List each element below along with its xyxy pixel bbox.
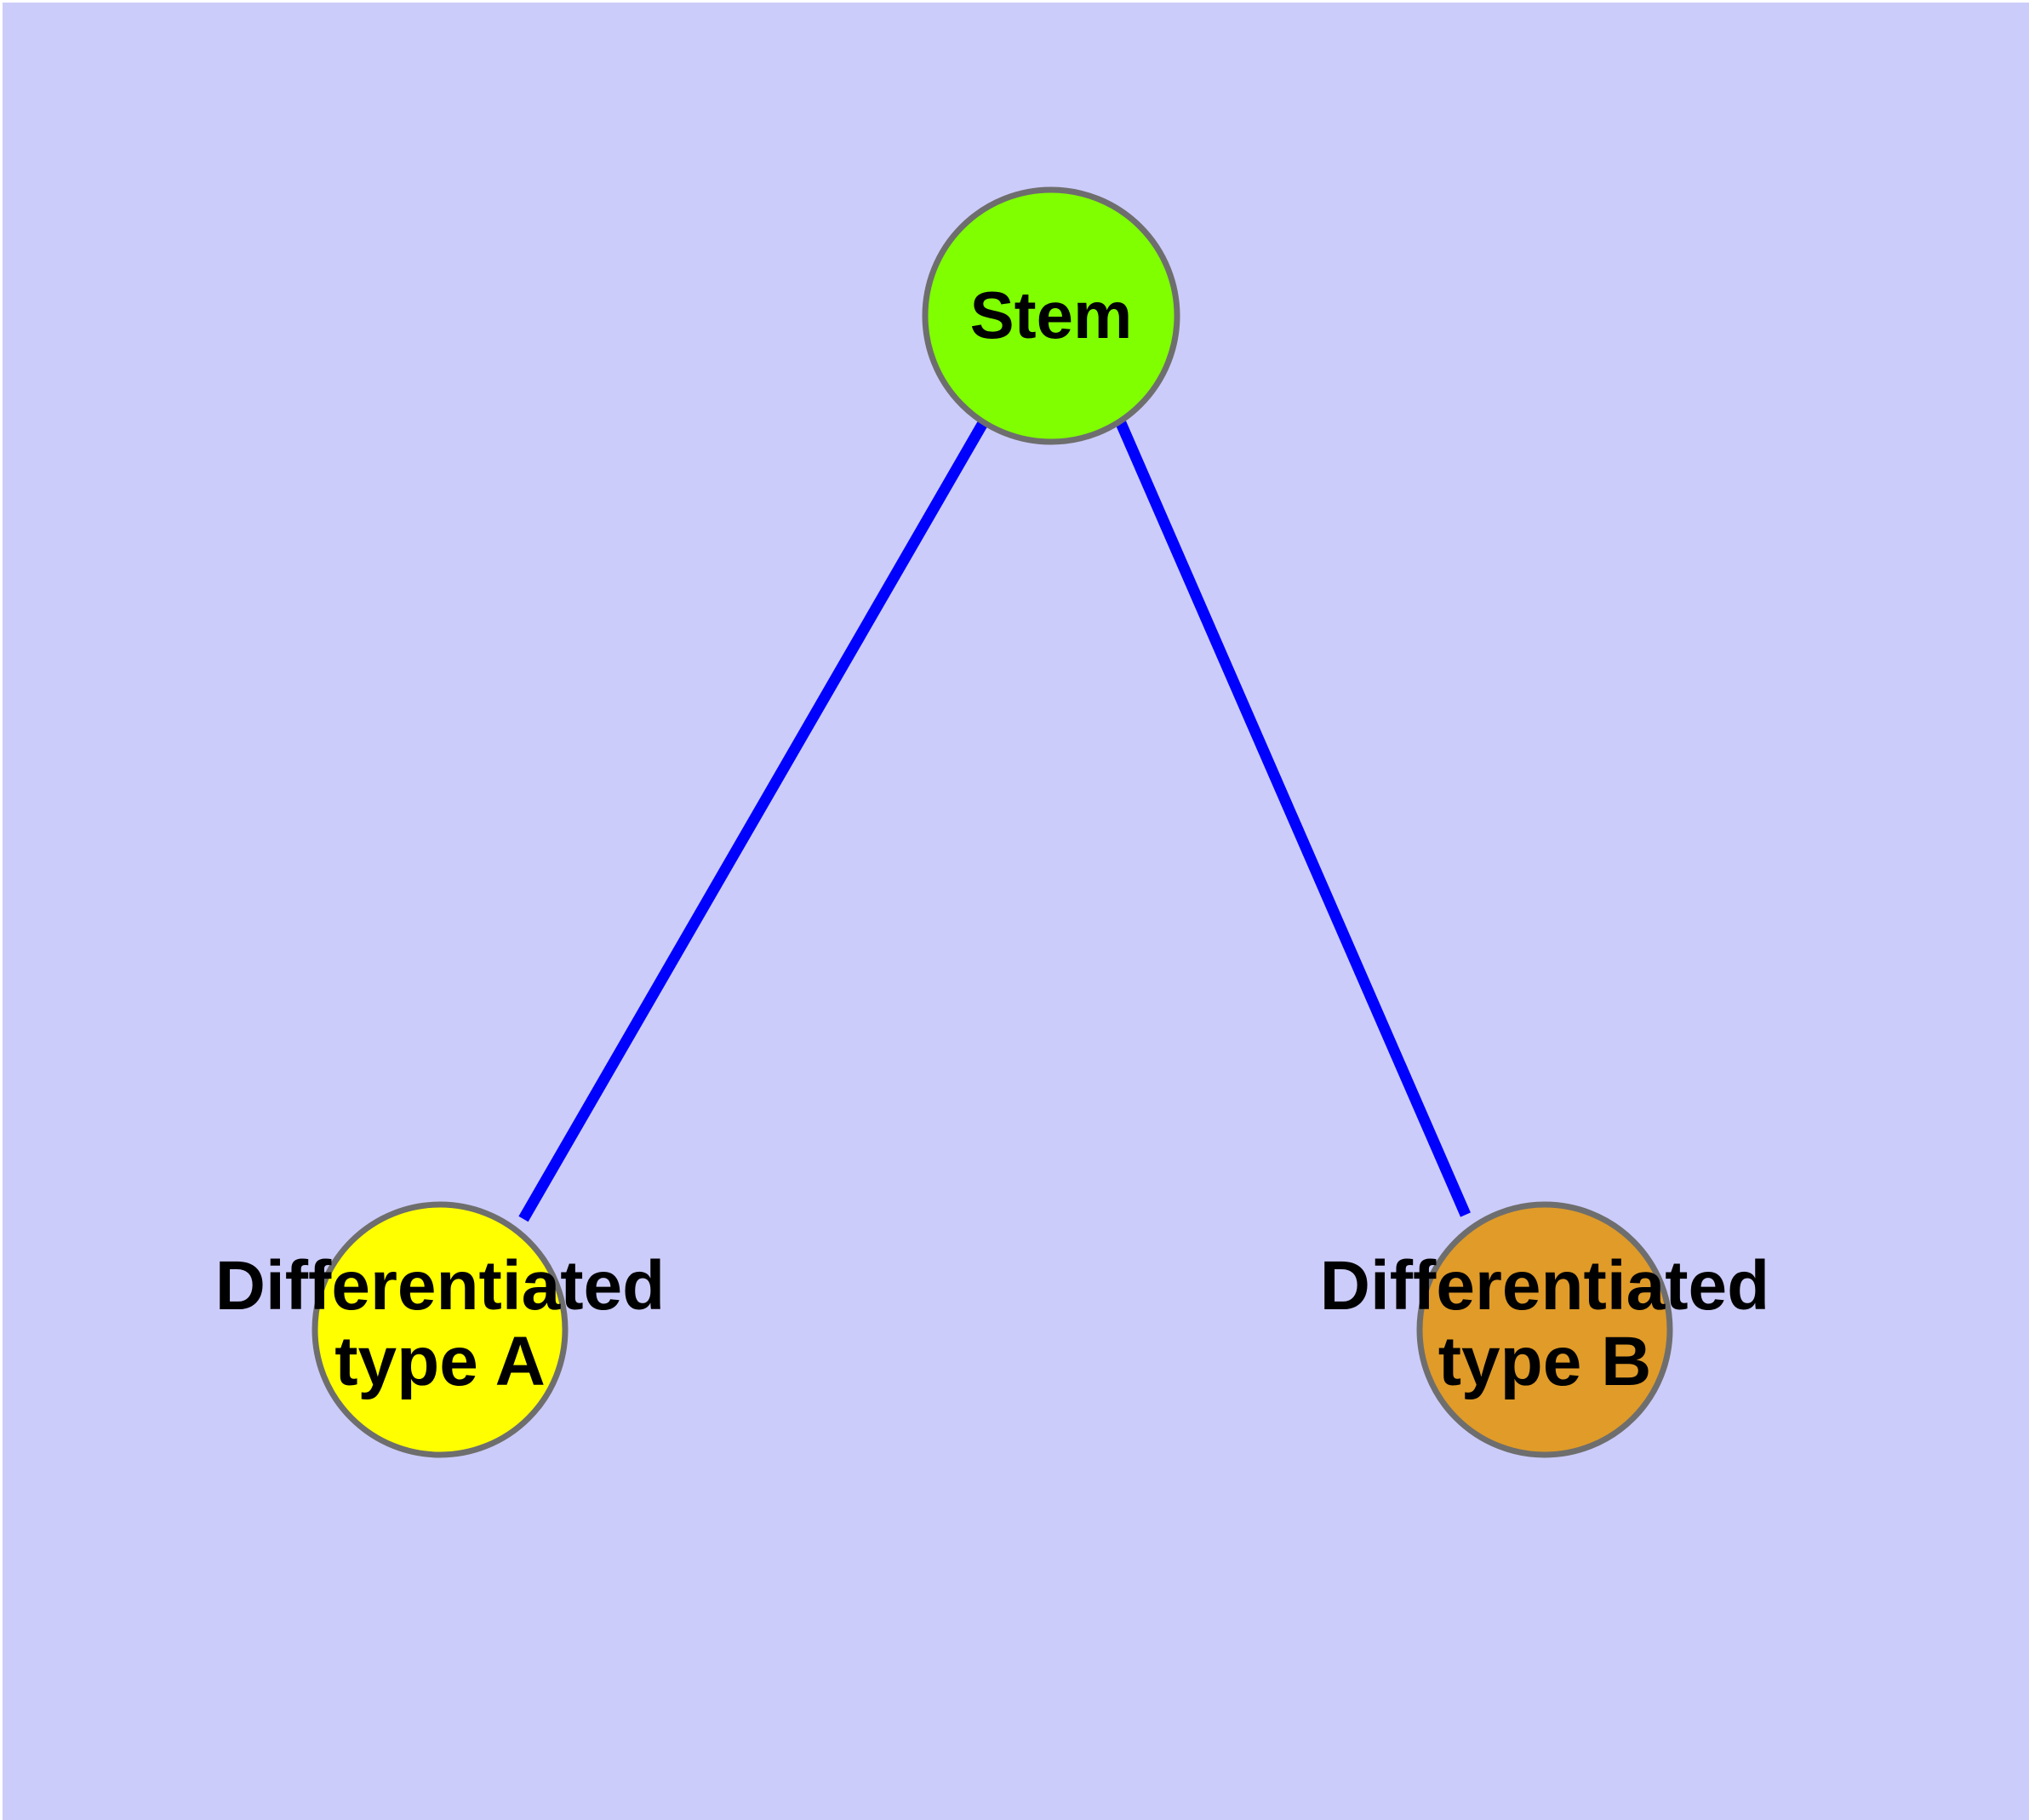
node-diff-b-circle[interactable]	[1416, 1201, 1673, 1458]
node-diff-a-circle[interactable]	[311, 1201, 569, 1458]
edge-layer	[518, 420, 1471, 1222]
edge-stem-to-diff-b	[1116, 421, 1471, 1217]
edge-stem-to-diff-a	[518, 420, 988, 1222]
node-layer	[311, 186, 1673, 1458]
node-stem-circle[interactable]	[922, 186, 1180, 445]
